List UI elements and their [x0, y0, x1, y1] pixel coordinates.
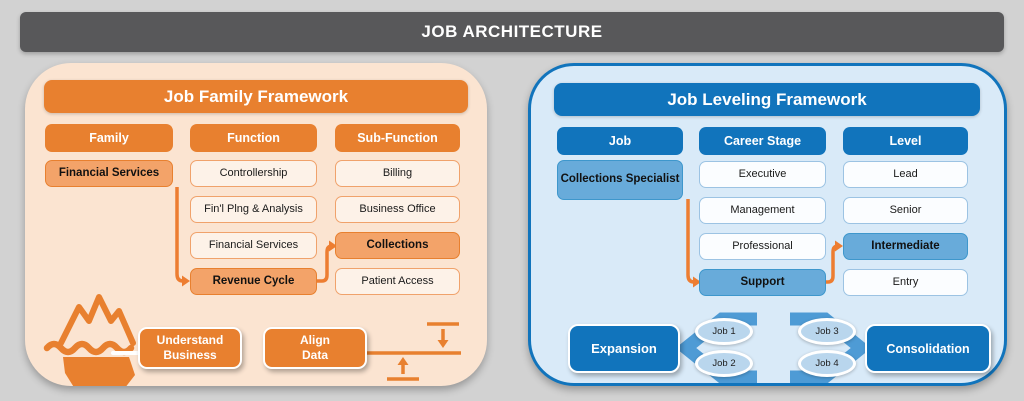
level-box-entry: Entry	[843, 269, 968, 296]
align-data-label: Align Data	[300, 333, 330, 362]
job-oval-3: Job 3	[798, 318, 856, 345]
align-arrows-icon	[367, 322, 461, 381]
page-title: JOB ARCHITECTURE	[20, 12, 1004, 52]
column-header-level: Level	[843, 127, 968, 155]
level-box-lead: Lead	[843, 161, 968, 188]
level-box-senior: Senior	[843, 197, 968, 224]
family-panel-title: Job Family Framework	[44, 80, 468, 113]
column-header-function: Function	[190, 124, 317, 152]
career-box-support: Support	[699, 269, 826, 296]
job-oval-1: Job 1	[695, 318, 753, 345]
subfunction-box-collections: Collections	[335, 232, 460, 259]
leveling-panel-title: Job Leveling Framework	[554, 83, 980, 116]
job-family-panel: Job Family Framework Family Function Sub…	[25, 63, 487, 386]
subfunction-box-business-office: Business Office	[335, 196, 460, 223]
column-header-job: Job	[557, 127, 683, 155]
subfunction-box-patient-access: Patient Access	[335, 268, 460, 295]
understand-business-label: Understand Business	[156, 333, 224, 362]
family-box-financial-services: Financial Services	[45, 160, 173, 187]
understand-business-callout: Understand Business	[138, 327, 242, 369]
job-oval-4: Job 4	[798, 350, 856, 377]
level-box-intermediate: Intermediate	[843, 233, 968, 260]
career-box-executive: Executive	[699, 161, 826, 188]
iceberg-icon	[43, 294, 136, 386]
function-box-controllership: Controllership	[190, 160, 317, 187]
job-oval-2: Job 2	[695, 350, 753, 377]
function-box-revenue-cycle: Revenue Cycle	[190, 268, 317, 295]
align-data-callout: Align Data	[263, 327, 367, 369]
column-header-career-stage: Career Stage	[699, 127, 826, 155]
job-box-collections-specialist: Collections Specialist	[557, 160, 683, 200]
expansion-button: Expansion	[568, 324, 680, 373]
job-leveling-panel: Job Leveling Framework Job Career Stage …	[528, 63, 1007, 386]
function-box-finl-plng-analysis: Fin'l Plng & Analysis	[190, 196, 317, 223]
subfunction-box-billing: Billing	[335, 160, 460, 187]
column-header-sub-function: Sub-Function	[335, 124, 460, 152]
career-box-professional: Professional	[699, 233, 826, 260]
career-box-management: Management	[699, 197, 826, 224]
function-box-financial-services: Financial Services	[190, 232, 317, 259]
column-header-family: Family	[45, 124, 173, 152]
consolidation-button: Consolidation	[865, 324, 991, 373]
